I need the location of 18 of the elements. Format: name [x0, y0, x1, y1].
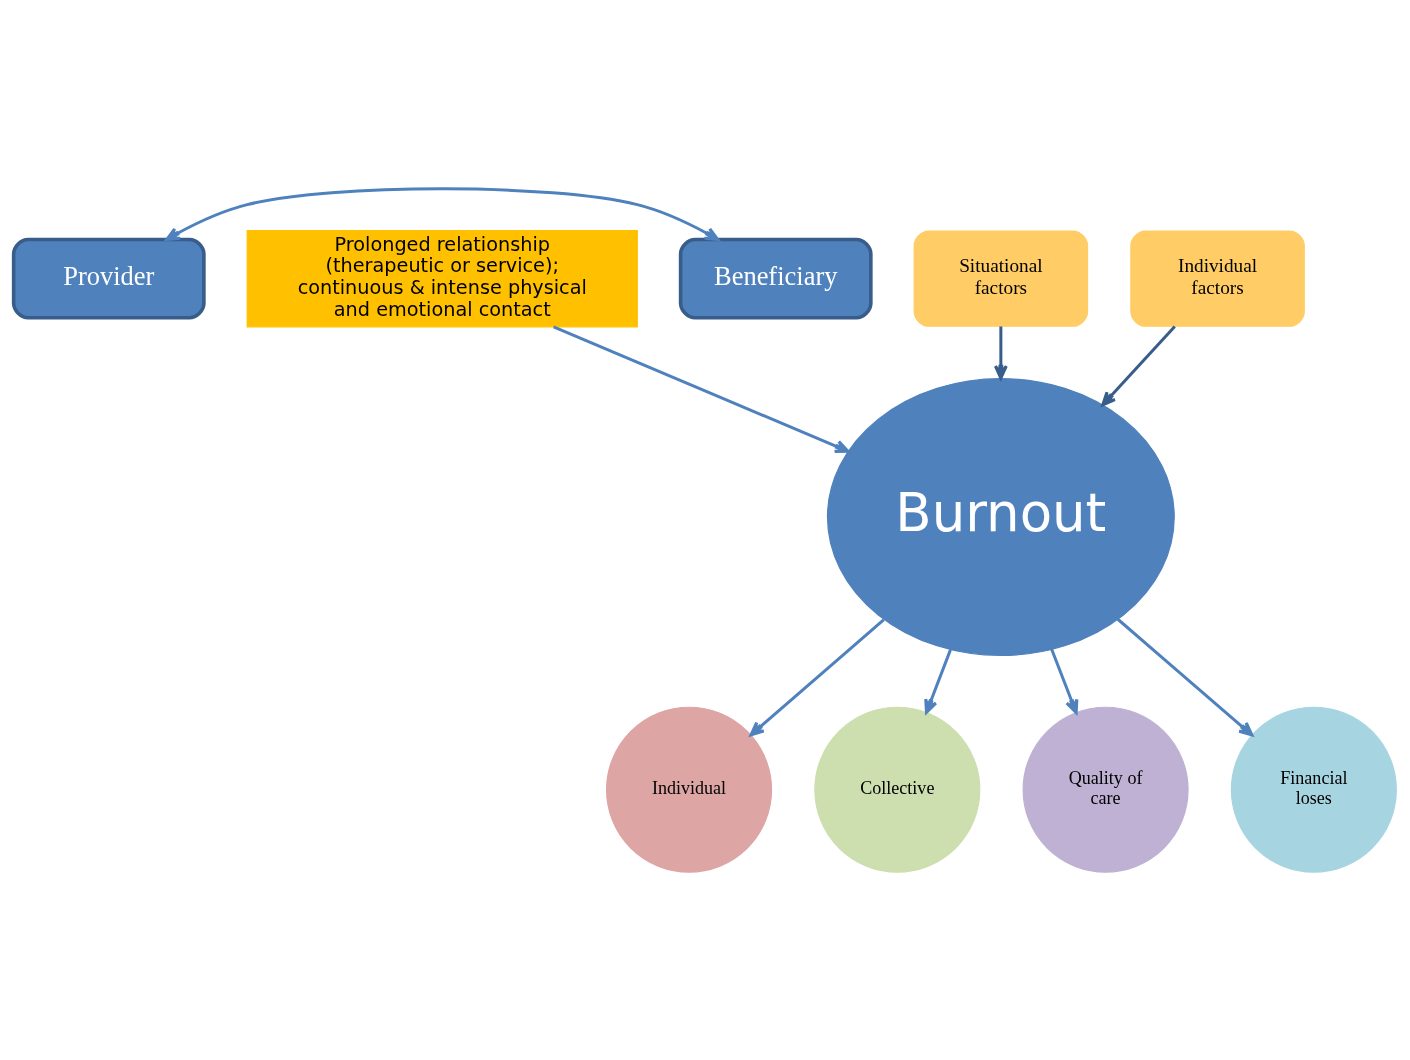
arrow [924, 648, 952, 714]
arrow [1050, 648, 1079, 714]
arrow [165, 186, 720, 241]
arrow [553, 325, 850, 453]
node-box: Beneficiary [678, 237, 873, 320]
arrow [1101, 324, 1176, 406]
node-circle: Quality of care [1022, 706, 1189, 873]
arrow [993, 326, 1008, 380]
node-box: Individual factors [1130, 230, 1305, 327]
node-ellipse: Burnout [826, 377, 1175, 656]
node-box: Provider [11, 237, 206, 320]
node-circle: Individual [606, 706, 773, 873]
node-box: Situational factors [913, 230, 1089, 327]
node-circle: Collective [814, 706, 981, 873]
arrow [749, 618, 885, 736]
node-circle: Financial loses [1230, 706, 1397, 873]
arrow [1116, 617, 1254, 736]
node-box: Prolonged relationship (therapeutic or service); continuous & intense physical and emotional contact [246, 229, 638, 327]
